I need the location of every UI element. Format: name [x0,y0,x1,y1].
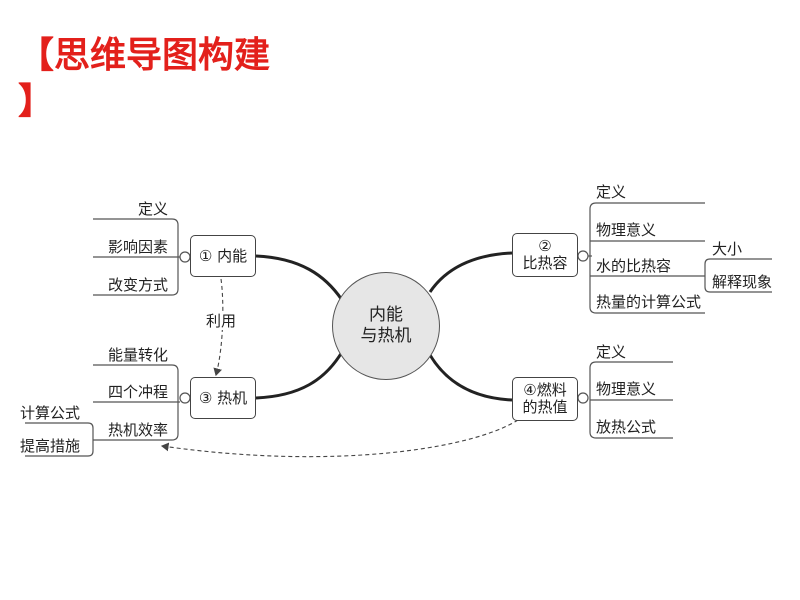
leaf[interactable]: 影响因素 [107,238,168,256]
leaf[interactable]: 四个冲程 [107,383,168,401]
leaf[interactable]: 物理意义 [596,380,657,398]
link-label-use: 利用 [206,312,237,330]
node-heat-engine[interactable]: ③ 热机 [190,377,256,419]
leaf[interactable]: 物理意义 [596,221,657,239]
node-label: ④燃料 [523,381,567,399]
leaf[interactable]: 大小 [712,240,743,258]
node-label: ② [538,237,552,255]
leaf[interactable]: 提高措施 [20,437,81,455]
leaf[interactable]: 热机效率 [107,421,168,439]
leaf[interactable]: 能量转化 [107,346,168,364]
node-label: ③ 热机 [198,388,248,407]
central-topic-line2: 与热机 [360,326,412,346]
leaf[interactable]: 改变方式 [107,276,168,294]
leaf[interactable]: 定义 [596,343,627,361]
leaf[interactable]: 热量的计算公式 [596,293,702,311]
node-internal-energy[interactable]: ① 内能 [190,235,256,277]
leaf[interactable]: 计算公式 [20,404,81,422]
slide-title-bracket: 】 [18,81,55,122]
leaf[interactable]: 放热公式 [596,418,657,436]
node-label: ① 内能 [198,246,248,265]
leaf[interactable]: 定义 [137,200,168,218]
leaf[interactable]: 水的比热容 [596,257,672,275]
leaf[interactable]: 解释现象 [712,273,773,291]
node-label: 比热容 [522,254,568,272]
slide-title: 【思维导图构建 [18,35,271,76]
node-label: 的热值 [522,398,568,416]
central-topic[interactable]: 内能 与热机 [332,272,440,380]
leaf[interactable]: 定义 [596,183,627,201]
central-topic-line1: 内能 [369,305,403,325]
node-fuel-heat-value[interactable]: ④燃料的热值 [512,377,578,421]
